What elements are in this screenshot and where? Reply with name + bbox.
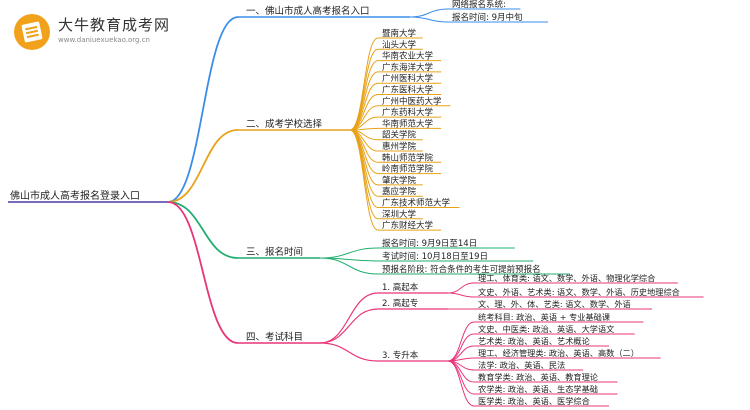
leaf-connector <box>319 247 379 259</box>
leaf-item: 网络报名系统: <box>452 0 506 10</box>
leaf-connector <box>349 94 379 131</box>
branch-connector <box>167 129 239 203</box>
logo-title: 大牛教育成考网 <box>58 16 171 34</box>
book-icon <box>14 14 50 50</box>
leaf-connector <box>447 333 475 362</box>
branch-3-label: 三、报名时间 <box>246 246 303 258</box>
leaf-item: 医学类: 政治、英语、医学综合 <box>478 396 590 406</box>
leaf-item: 预报名阶段: 符合条件的考生可提前预报名 <box>382 264 541 275</box>
site-logo: 大牛教育成考网 www.daniuexuekao.org.cn <box>8 10 208 54</box>
leaf-connector <box>409 16 449 23</box>
leaf-item: 广东药科大学 <box>382 107 434 118</box>
group-label: 2. 高起专 <box>382 298 418 309</box>
leaf-item: 教育学类: 政治、英语、教育理论 <box>478 372 598 382</box>
leaf-connector <box>447 360 475 407</box>
group-connector <box>319 308 379 344</box>
leaf-connector <box>447 292 475 298</box>
group-connector <box>319 342 379 362</box>
leaf-item: 韶关学院 <box>382 130 417 141</box>
branch-4-label: 四、考试科目 <box>246 331 303 343</box>
leaf-item: 考试时间: 10月18日至19日 <box>382 251 488 262</box>
branch-2-label: 二、成考学校选择 <box>246 118 323 130</box>
logo-url: www.daniuexuekao.org.cn <box>58 36 150 44</box>
leaf-item: 广东医科大学 <box>382 85 434 96</box>
leaf-item: 嘉应学院 <box>382 186 417 197</box>
group-connector <box>319 292 379 344</box>
leaf-item: 华南农业大学 <box>382 51 434 62</box>
leaf-item: 文史、中医类: 政治、英语、大学语文 <box>478 324 614 334</box>
leaf-item: 肇庆学院 <box>382 175 417 186</box>
leaf-item: 文史、外语、艺术类: 语文、数学、外语、历史地理综合 <box>478 287 680 297</box>
leaf-item: 深圳大学 <box>382 209 417 220</box>
leaf-item: 广州医科大学 <box>382 73 434 84</box>
leaf-item: 法学: 政治、英语、民法 <box>478 360 565 370</box>
leaf-connector <box>447 282 475 294</box>
leaf-item: 岭南师范学院 <box>382 164 434 175</box>
branch-connector <box>167 201 239 344</box>
leaf-connector <box>319 257 379 275</box>
leaf-connector <box>349 129 379 231</box>
leaf-item: 广东技术师范大学 <box>382 198 451 209</box>
root-node: 佛山市成人高考报名登录入口 <box>10 189 140 202</box>
group-label: 3. 专升本 <box>382 350 419 361</box>
leaf-item: 文、理、外、体、艺类: 语文、数学、外语 <box>478 299 631 309</box>
leaf-item: 艺术类: 政治、英语、艺术概论 <box>478 336 590 346</box>
leaf-item: 统考科目: 政治、英语 + 专业基础课 <box>478 312 610 322</box>
leaf-connector <box>447 321 475 362</box>
leaf-connector <box>409 8 449 18</box>
leaf-item: 广东财经大学 <box>382 220 434 231</box>
branch-1-label: 一、佛山市成人高考报名入口 <box>246 5 370 17</box>
leaf-item: 报名时间: 9月中旬 <box>452 12 522 23</box>
leaf-item: 华南师范大学 <box>382 118 434 129</box>
leaf-item: 农学类: 政治、英语、生态学基础 <box>478 384 598 394</box>
leaf-item: 广州中医药大学 <box>382 96 442 107</box>
leaf-connector <box>349 71 379 131</box>
leaf-item: 广东海洋大学 <box>382 62 434 73</box>
leaf-item: 汕头大学 <box>382 39 417 50</box>
branch-connector <box>167 16 239 203</box>
leaf-item: 报名时间: 9月9日至14日 <box>382 238 477 249</box>
leaf-item: 韩山师范学院 <box>382 152 434 163</box>
group-label: 1. 高起本 <box>382 282 419 293</box>
leaf-item: 惠州学院 <box>382 141 417 152</box>
leaf-connector <box>349 129 379 208</box>
leaf-item: 理工、体育类: 语文、数学、外语、物理化学综合 <box>478 273 655 283</box>
leaf-item: 暨南大学 <box>382 28 417 39</box>
branch-connector <box>167 201 239 259</box>
leaf-item: 理工、经济管理类: 政治、英语、高数（二） <box>478 348 639 358</box>
